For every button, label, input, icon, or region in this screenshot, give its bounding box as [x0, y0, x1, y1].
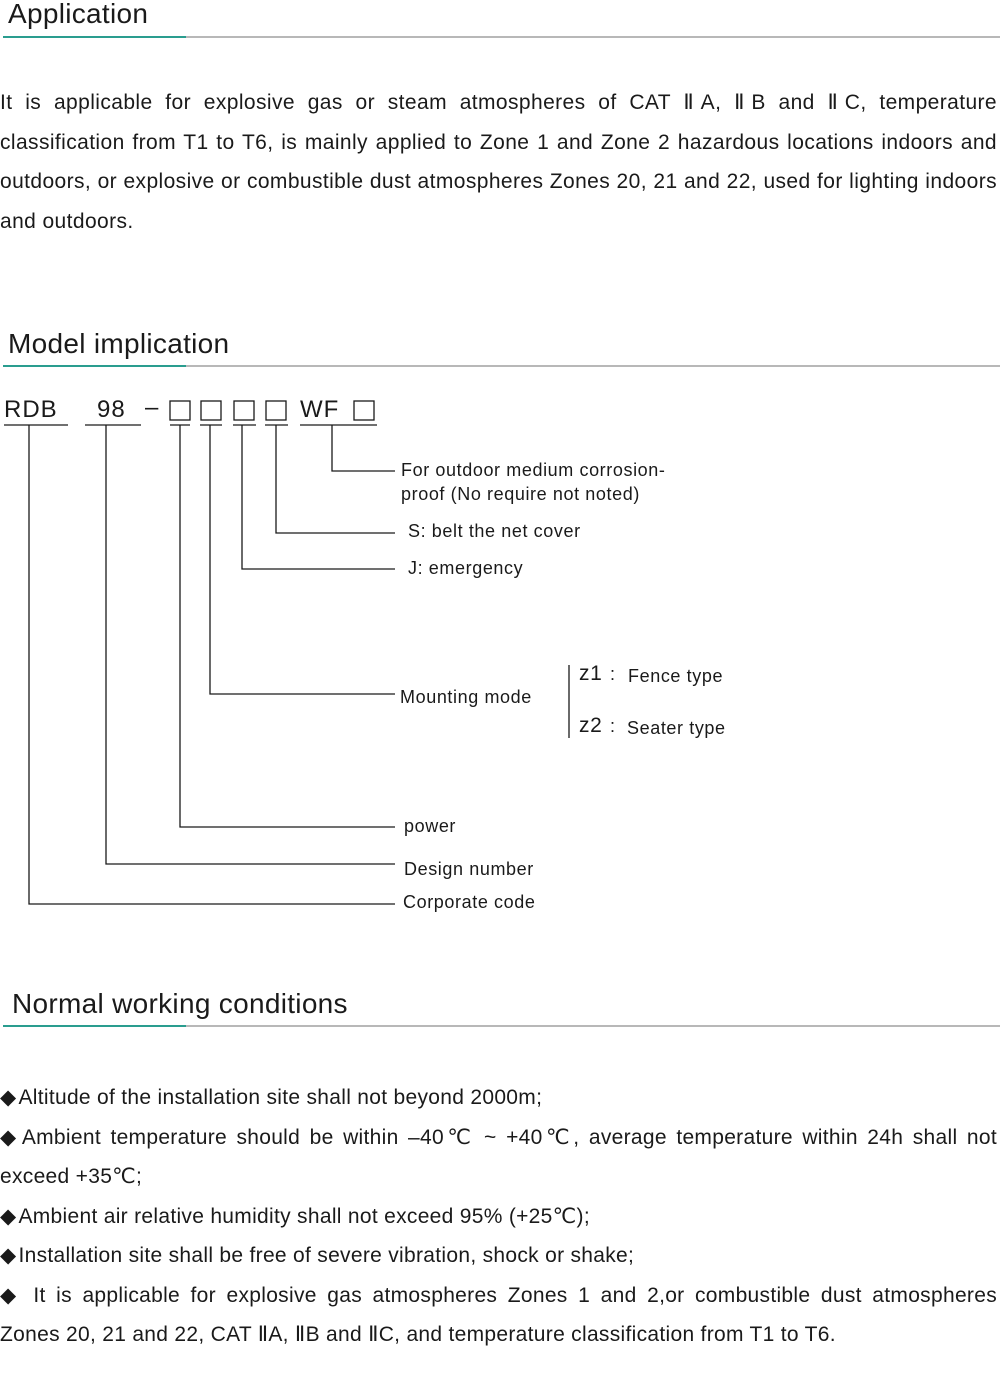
label-z1-text: Fence type — [628, 666, 724, 686]
leader-outdoor — [331, 425, 395, 472]
conditions-divider — [3, 1025, 1000, 1027]
condition-text: Altitude of the installation site shall … — [18, 1086, 543, 1109]
label-design-number: Design number — [404, 859, 534, 879]
leader-design — [105, 425, 395, 865]
label-outdoor-line2: proof (No require not noted) — [401, 484, 640, 504]
application-title: Application — [8, 0, 149, 29]
leader-power — [179, 425, 395, 828]
condition-item: ◆ It is applicable for explosive gas atm… — [0, 1276, 997, 1355]
model-title: Model implication — [8, 328, 230, 359]
placeholder-box-1 — [169, 400, 191, 421]
diamond-bullet-icon: ◆ — [0, 1283, 21, 1307]
placeholder-box-2 — [200, 400, 222, 421]
placeholder-box-4 — [265, 400, 287, 421]
model-diagram-lines — [4, 400, 570, 905]
condition-text: It is applicable for explosive gas atmos… — [0, 1283, 997, 1347]
leader-net-cover — [275, 425, 395, 534]
application-paragraph: It is applicable for explosive gas or st… — [0, 91, 997, 233]
condition-item: ◆Installation site shall be free of seve… — [0, 1236, 997, 1276]
model-divider — [3, 365, 1000, 367]
condition-text: Ambient air relative humidity shall not … — [18, 1204, 590, 1228]
model-diagram: RDB 98 – WF For outdoor medium corrosion… — [0, 392, 1000, 932]
diamond-bullet-icon: ◆ — [0, 1125, 20, 1149]
label-z2-code: z2 — [579, 714, 603, 737]
leader-emergency — [241, 425, 395, 570]
condition-item: ◆Ambient temperature should be within –4… — [0, 1118, 997, 1197]
label-power: power — [404, 816, 457, 836]
code-dash: – — [145, 394, 160, 421]
code-suffix: WF — [300, 396, 340, 423]
placeholder-box-5 — [353, 400, 375, 421]
diamond-bullet-icon: ◆ — [0, 1244, 17, 1267]
label-mounting-mode: Mounting mode — [400, 687, 532, 707]
leader-corporate — [28, 425, 395, 905]
label-z1-colon: : — [610, 664, 616, 684]
conditions-list: ◆Altitude of the installation site shall… — [0, 1078, 997, 1355]
placeholder-box-3 — [233, 400, 255, 421]
label-corporate-code: Corporate code — [403, 892, 536, 912]
label-emergency: J: emergency — [408, 558, 524, 578]
condition-item: ◆Altitude of the installation site shall… — [0, 1078, 997, 1118]
application-divider — [3, 36, 1000, 38]
code-number: 98 — [97, 396, 126, 423]
leader-mounting — [209, 425, 395, 695]
conditions-divider-accent — [3, 1025, 186, 1027]
label-z1-code: z1 — [579, 662, 603, 685]
model-divider-accent — [3, 365, 186, 367]
code-prefix: RDB — [4, 396, 58, 423]
condition-text: Ambient temperature should be within –40… — [0, 1125, 998, 1189]
diamond-bullet-icon: ◆ — [0, 1204, 17, 1228]
conditions-title: Normal working conditions — [12, 988, 348, 1019]
label-outdoor-line1: For outdoor medium corrosion- — [401, 460, 666, 480]
label-z2-text: Seater type — [627, 718, 726, 738]
application-divider-accent — [3, 36, 186, 38]
condition-item: ◆Ambient air relative humidity shall not… — [0, 1197, 997, 1237]
condition-text: Installation site shall be free of sever… — [18, 1244, 635, 1267]
label-net-cover: S: belt the net cover — [408, 521, 581, 541]
diamond-bullet-icon: ◆ — [0, 1086, 17, 1109]
label-z2-colon: : — [610, 716, 616, 736]
